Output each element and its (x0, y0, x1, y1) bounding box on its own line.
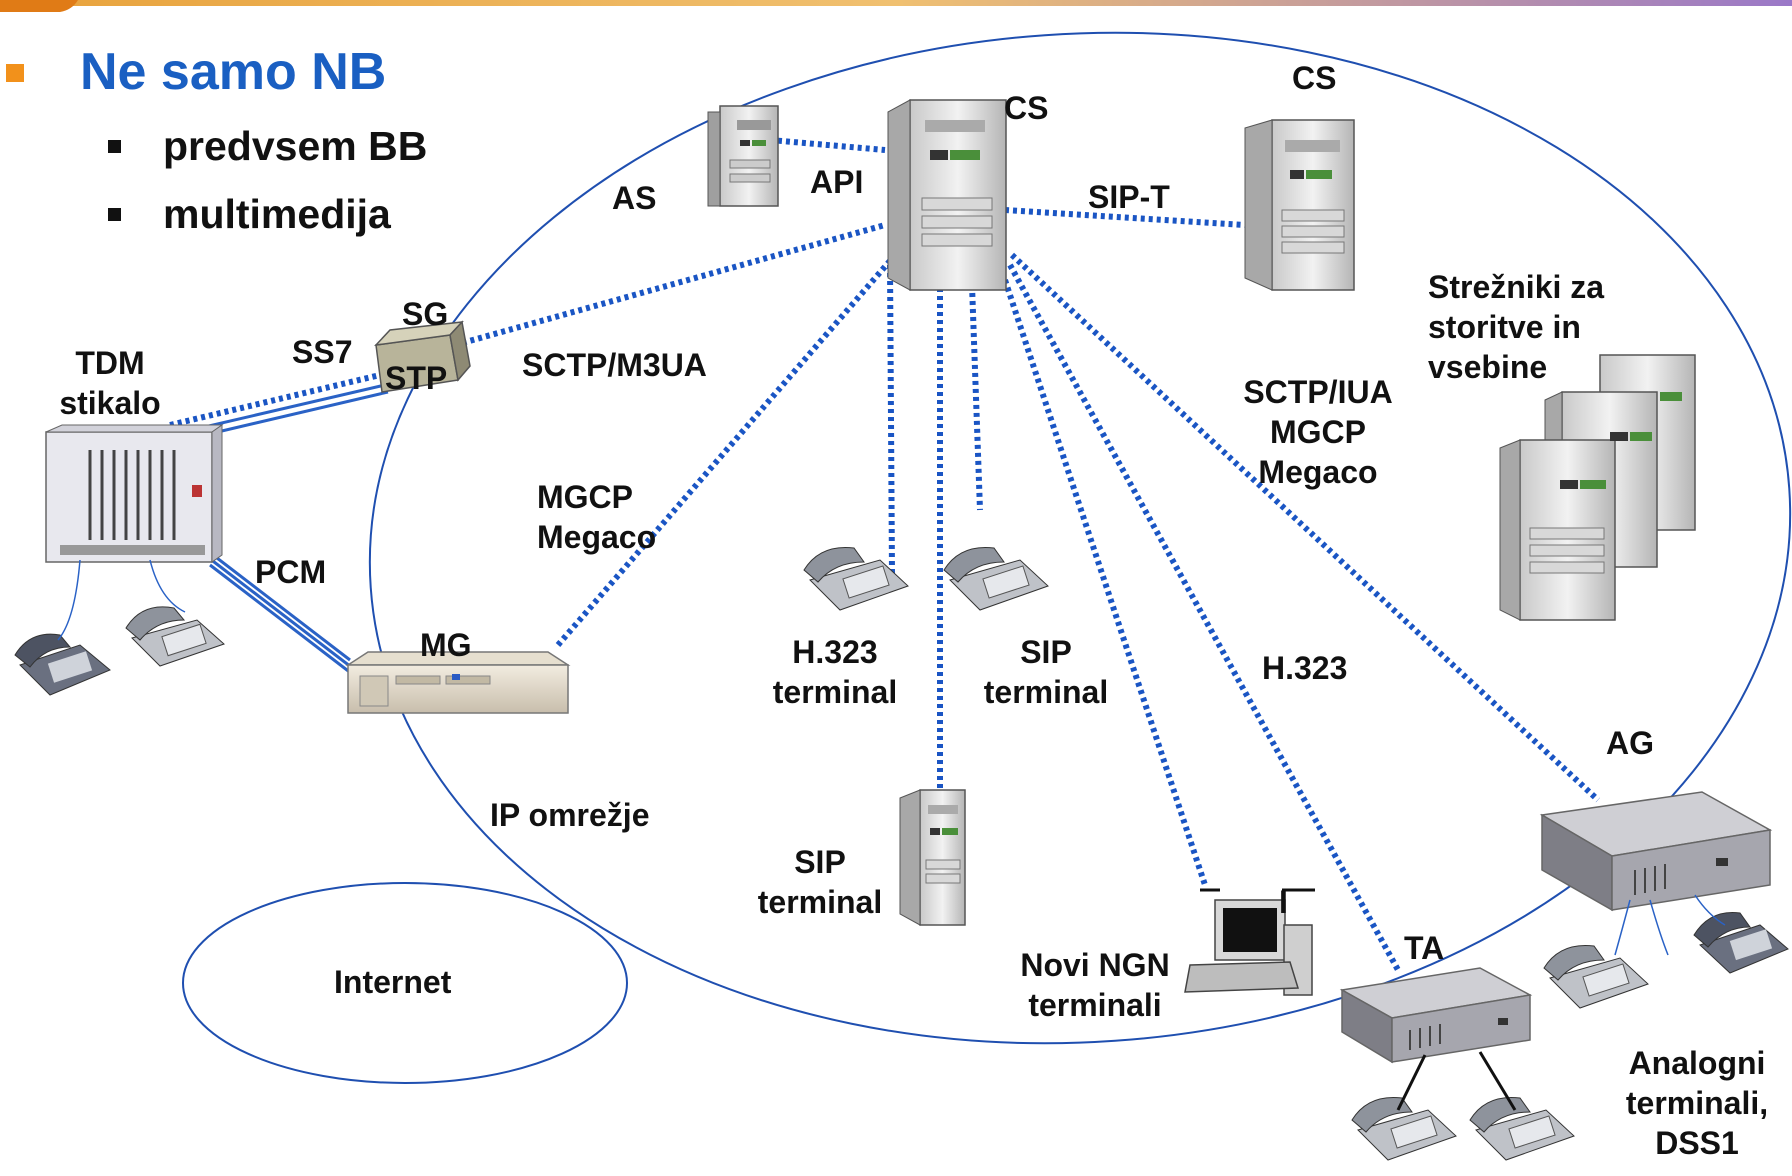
label-ss7: SS7 (292, 334, 353, 370)
phone-icon (1543, 944, 1649, 1009)
label-ta: TA (1404, 930, 1445, 966)
bullet-square-icon (108, 140, 121, 153)
corner-logo-mark (0, 0, 78, 12)
title-bullet-icon (6, 64, 24, 82)
label-cs-right: CS (1292, 60, 1337, 96)
link-as-cs (769, 137, 886, 153)
phone-icon (803, 546, 909, 611)
link-ta (1007, 263, 1401, 972)
ip-network-boundary (368, 31, 1792, 1045)
label-service-servers: Strežniki za storitve in vsebine (1428, 269, 1605, 385)
label-internet: Internet (334, 964, 452, 1000)
cs-main-server-icon (887, 99, 1007, 291)
service-servers-icon (1499, 354, 1696, 621)
phone-icon (125, 606, 225, 667)
mg-device-icon (345, 651, 571, 714)
label-sctp-iua-mgcp-megaco: SCTP/IUA MGCP Megaco (1243, 374, 1393, 490)
label-ag: AG (1606, 725, 1654, 761)
link-mg-cs (555, 253, 898, 647)
bullet-predvsem-bb: predvsem BB (163, 123, 428, 169)
label-mgcp-megaco-left: MGCP Megaco (537, 479, 657, 555)
cs-right-server-icon (1244, 119, 1355, 291)
label-mg: MG (420, 627, 472, 663)
ag-device-icon (1539, 791, 1773, 912)
label-sip-terminal-low: SIP terminal (757, 844, 883, 920)
label-h323: H.323 (1262, 650, 1348, 686)
telephone-icons (14, 546, 1789, 1161)
link-h323-terminal (887, 264, 895, 576)
link-sip-terminal-mid (969, 284, 983, 511)
label-tdm-switch: TDM stikalo (59, 345, 161, 421)
label-analog-terminals: Analogni terminali, DSS1 (1625, 1045, 1769, 1161)
link-ngn-terminal (1002, 279, 1208, 886)
phone-cords (57, 559, 1726, 956)
ngn-pc-icon (1184, 899, 1313, 996)
link-sip-t (1004, 207, 1246, 228)
label-i: I (1279, 884, 1288, 920)
internet-cloud-ellipse (182, 882, 628, 1084)
label-cs-main: CS (1004, 90, 1049, 126)
ta-phone-cords (1396, 1051, 1517, 1111)
phone-icon (1693, 911, 1789, 974)
label-sip-t: SIP-T (1088, 179, 1170, 215)
page-title: Ne samo NB (80, 43, 387, 101)
phone-icon (14, 633, 111, 696)
tdm-switch-icon (45, 424, 224, 563)
pcm-links (199, 543, 361, 682)
label-sg: SG (402, 296, 449, 332)
label-new-ngn-terminals: Novi NGN terminali (1020, 947, 1170, 1023)
ta-device-icon (1339, 967, 1533, 1064)
sg-stp-box-icon (374, 320, 471, 393)
phone-icon (1351, 1096, 1457, 1161)
label-sctp-m3ua: SCTP/M3UA (522, 347, 707, 383)
top-accent-bar (0, 0, 1792, 6)
link-sg-cs (454, 222, 886, 348)
phone-icon (1469, 1096, 1575, 1161)
sip-terminal-server-icon (899, 789, 966, 926)
label-stp: STP (385, 360, 448, 396)
label-api: API (810, 164, 864, 200)
label-ip-network: IP omrežje (490, 797, 650, 833)
bullet-multimedija: multimedija (163, 191, 391, 237)
phone-icon (943, 546, 1049, 611)
link-ag (1009, 252, 1601, 803)
label-sip-terminal-mid: SIP terminal (983, 634, 1109, 710)
label-pcm: PCM (255, 554, 327, 590)
bullet-square-icon (108, 208, 121, 221)
dotted-links (454, 137, 1601, 972)
as-server-icon (707, 105, 779, 207)
link-tdm-sg-dotted (169, 372, 381, 428)
label-h323-terminal: H.323 terminal (772, 634, 898, 710)
label-as: AS (612, 180, 657, 216)
